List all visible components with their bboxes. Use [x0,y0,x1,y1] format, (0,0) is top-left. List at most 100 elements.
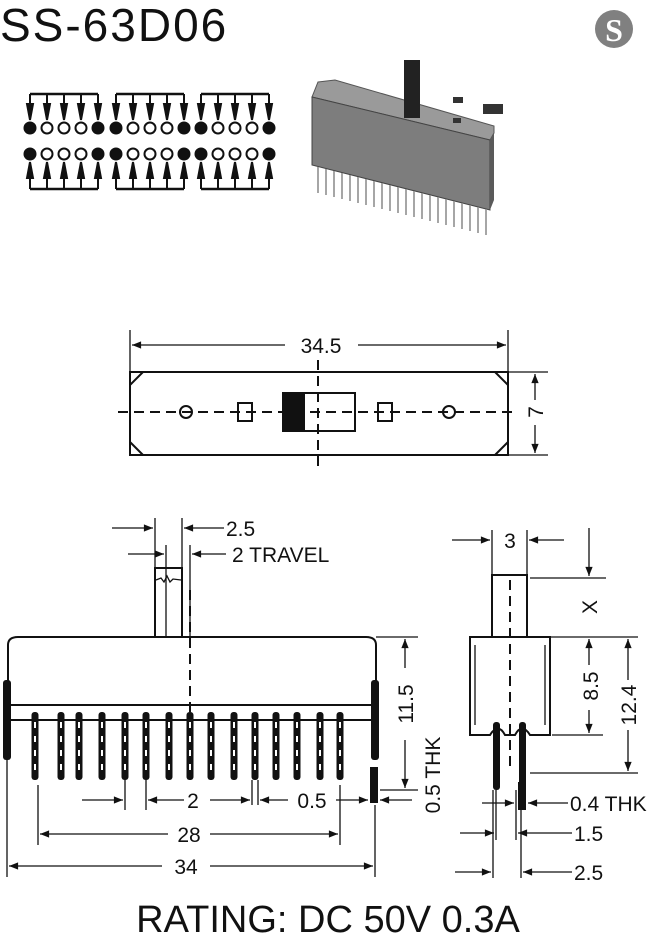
pin-highlight [319,736,321,742]
contact-open [228,121,242,135]
pin-highlight [101,722,103,728]
contact-filled [23,147,37,161]
contact-open [74,121,88,135]
pin-highlight [34,750,36,756]
pin-highlight [189,736,191,742]
contact-arrow-up [196,161,206,189]
pin-highlight [124,736,126,742]
contact-arrow-down [179,94,189,121]
contact-open [126,121,140,135]
pin-highlight [60,750,62,756]
pin-highlight [78,750,80,756]
pin-highlight [254,750,256,756]
contact-open [40,147,54,161]
contact-filled [109,147,123,161]
pin-highlight [124,764,126,770]
contact-arrow-down [264,94,274,121]
top-view: 34.5 7 [118,330,548,470]
contact-arrow-up [179,161,189,189]
pin-highlight [233,764,235,770]
pin-width-label: 0.5 [297,790,326,813]
contact-arrow-down [76,94,86,121]
product-pins [317,167,487,235]
contact-filled [91,147,105,161]
terminal-pin [186,712,194,780]
total-height-label: 12.4 [618,684,641,725]
top-width-label: 7 [525,406,548,418]
contact-arrow-up [59,161,69,189]
pin-highlight [145,764,147,770]
contact-open [211,147,225,161]
terminal-pin [31,712,39,780]
pin-highlight [233,750,235,756]
contact-arrow-down [162,94,172,121]
contact-arrow-down [93,94,103,121]
brand-logo: S [595,10,633,48]
rating-text: RATING: DC 50V 0.3A [136,899,520,937]
pin-highlight [168,750,170,756]
contact-arrow-up [264,161,274,189]
contact-arrow-up [230,161,240,189]
pin-highlight [101,750,103,756]
contact-arrow-up [76,161,86,189]
contact-open [143,147,157,161]
product-photo [311,60,503,235]
contact-schematic [23,92,276,191]
terminal-pin [75,712,83,780]
pin-highlight [296,750,298,756]
pin-highlight [210,736,212,742]
contact-open [40,121,54,135]
pin-highlight [296,722,298,728]
model-title: SS-63D06 [0,0,228,51]
contact-open [57,121,71,135]
outer-spacing-label: 2.5 [574,862,603,885]
pin-highlight [319,764,321,770]
pin-highlight [275,736,277,742]
pin-highlight [319,722,321,728]
pin-highlight [60,722,62,728]
travel-label: 2 TRAVEL [232,544,329,567]
pin-highlight [145,722,147,728]
pin-highlight [339,722,341,728]
pin-highlight [168,722,170,728]
span-label: 28 [177,824,200,847]
contact-filled [177,147,191,161]
contact-open [57,147,71,161]
side-lever-width-label: 3 [504,530,516,553]
terminal-pin [142,712,150,780]
lever-width-label: 2.5 [226,518,255,541]
terminal-pin [272,712,280,780]
contact-arrow-up [128,161,138,189]
contact-filled [194,121,208,135]
side-pin-thk-label: 0.4 THK [570,793,647,816]
pin-highlight [275,764,277,770]
pin-highlight [254,722,256,728]
front-view: 2.5 2 TRAVEL 11.5 0.5 THK 2 0.5 [3,518,445,879]
terminal-pin [293,712,301,780]
terminal-pin [251,712,259,780]
contact-arrow-up [145,161,155,189]
contact-arrow-down [230,94,240,121]
contact-arrow-down [213,94,223,121]
terminal-pin [207,712,215,780]
pin-highlight [189,764,191,770]
pin-highlight [168,764,170,770]
pin-highlight [60,764,62,770]
pin-highlight [339,764,341,770]
pin-highlight [210,750,212,756]
contact-open [160,147,174,161]
top-length-label: 34.5 [301,335,342,358]
pin-highlight [233,722,235,728]
front-pins [31,712,344,780]
terminal-pin [98,712,106,780]
pin-highlight [124,722,126,728]
contact-arrow-up [213,161,223,189]
pin-highlight [210,722,212,728]
pin-highlight [189,722,191,728]
pin-highlight [296,736,298,742]
terminal-pin [121,712,129,780]
pin-highlight [34,722,36,728]
terminal-pin [230,712,238,780]
